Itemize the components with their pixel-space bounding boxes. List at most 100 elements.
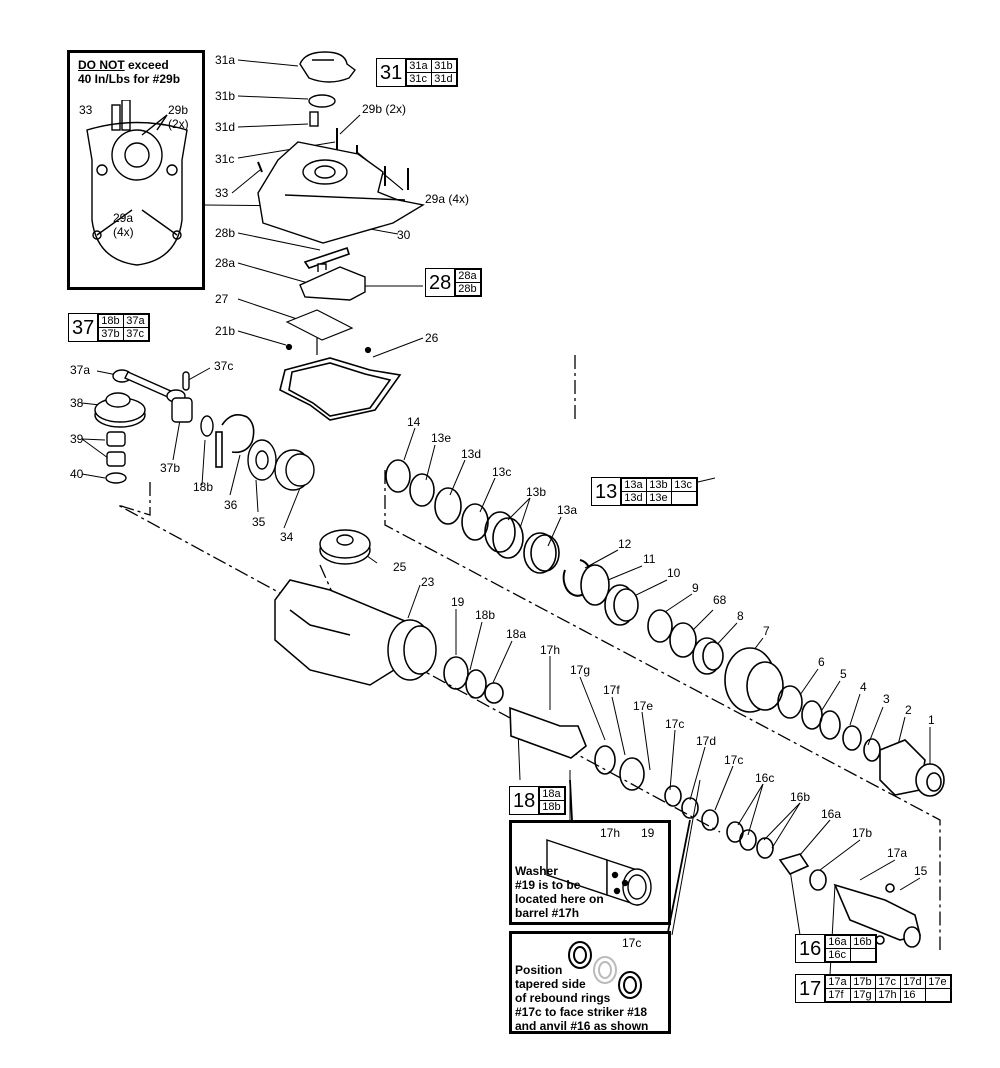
detail-label-17c: 17c	[622, 936, 642, 950]
gasket-26	[279, 357, 402, 421]
kit-28-cell: 28b	[455, 282, 482, 296]
kit-13-cell: 13b	[646, 478, 673, 492]
detail-label-17h: 17h	[600, 826, 621, 840]
kit-17-cell: 17d	[900, 975, 927, 989]
kit-17-cell: 17b	[850, 975, 877, 989]
detail-label-19: 19	[641, 826, 655, 840]
inset-label-29a-qty: (4x)	[113, 225, 134, 239]
kit-37-number: 37	[69, 314, 99, 341]
label-10: 10	[667, 566, 681, 580]
kit-17-cell: 17a	[825, 975, 852, 989]
label-38: 38	[70, 396, 84, 410]
pin-37c	[182, 371, 190, 391]
label-11: 11	[643, 552, 656, 566]
label-16b: 16b	[790, 790, 811, 804]
inset-label-33: 33	[79, 103, 93, 117]
label-23: 23	[421, 575, 435, 589]
kit-28-cell: 28a	[455, 269, 482, 283]
kit-18-table: 18a 18b	[539, 787, 566, 814]
detail-washer-line: #19 is to be	[515, 878, 581, 892]
kit-18-number: 18	[510, 787, 540, 814]
label-14: 14	[407, 415, 421, 429]
label-18a: 18a	[506, 627, 527, 641]
label-25: 25	[393, 560, 407, 574]
kit-31-cell: 31c	[406, 72, 433, 86]
gear-38	[94, 392, 146, 428]
kit-13-cell	[671, 491, 698, 505]
label-39: 39	[70, 432, 84, 446]
kit-17-cell: 17f	[825, 988, 852, 1002]
kit-13-table: 13a 13b 13c 13d 13e	[621, 478, 698, 505]
label-35: 35	[252, 515, 266, 529]
kit-16-number: 16	[796, 935, 826, 962]
kit-17-cell: 17g	[850, 988, 877, 1002]
label-28a: 28a	[215, 256, 236, 270]
detail-rings-line: and anvil #16 as shown	[515, 1019, 649, 1033]
kit-13-cell: 13d	[621, 491, 648, 505]
detail-rings-line: Position	[515, 963, 563, 977]
label-29a: 29a (4x)	[425, 192, 470, 206]
label-3: 3	[883, 692, 890, 706]
label-2: 2	[905, 703, 912, 717]
clamp-28a	[299, 263, 366, 301]
inset-label-29b-qty: (2x)	[168, 117, 189, 131]
torque-note-exceed: exceed	[124, 58, 169, 72]
kit-17-cell: 17h	[875, 988, 902, 1002]
label-17b: 17b	[852, 826, 873, 840]
label-31a: 31a	[215, 53, 236, 67]
label-1: 1	[928, 713, 935, 727]
label-31c: 31c	[215, 152, 235, 166]
connecting-rod-37a	[112, 369, 186, 403]
gear-housing-23	[274, 579, 437, 686]
bearing-34	[274, 449, 315, 491]
kit-13-cell: 13e	[646, 491, 673, 505]
label-33: 33	[215, 186, 229, 200]
kit-17-cell: 16	[900, 988, 927, 1002]
gear-35	[247, 439, 277, 481]
inset-label-29b: 29b	[168, 103, 189, 117]
label-4: 4	[860, 680, 867, 694]
washer-40	[105, 472, 127, 484]
kit-13-number: 13	[592, 478, 622, 505]
label-17c-b: 17c	[724, 753, 744, 767]
kit-28-table: 28a 28b	[455, 269, 482, 296]
kit-17-table: 17a 17b 17c 17d 17e 17f 17g 17h 16	[825, 975, 952, 1002]
kit-31-cell: 31b	[431, 59, 458, 73]
label-19: 19	[451, 595, 465, 609]
label-17d: 17d	[696, 734, 717, 748]
label-12: 12	[618, 537, 632, 551]
kit-17-cell: 17e	[925, 975, 952, 989]
kit-37-cell: 37c	[123, 327, 150, 341]
label-13c: 13c	[492, 465, 512, 479]
label-8: 8	[737, 609, 744, 623]
bearings-39	[106, 431, 126, 467]
label-9: 9	[692, 581, 699, 595]
retainer-36	[215, 414, 255, 468]
inset-housing-drawing	[86, 100, 188, 266]
label-37b: 37b	[160, 461, 181, 475]
kit-28: 28 28a 28b	[425, 268, 483, 297]
torque-note-warning: DO NOT	[78, 58, 125, 72]
detail-rings-line: tapered side	[515, 977, 586, 991]
kit-37-table: 18b 37a 37b 37c	[98, 314, 150, 341]
detail-rings-line: #17c to face striker #18	[515, 1005, 648, 1019]
kit-17: 17 17a 17b 17c 17d 17e 17f 17g 17h 16	[795, 974, 953, 1003]
rings-13-14	[385, 459, 560, 574]
label-27: 27	[215, 292, 229, 306]
ring-18b-left	[200, 415, 214, 437]
torque-note: DO NOT exceed 40 In/Lbs for #29b	[78, 58, 180, 86]
kit-17-cell: 17c	[875, 975, 902, 989]
kit-37: 37 18b 37a 37b 37c	[68, 313, 151, 342]
kit-16-cell: 16a	[825, 935, 852, 949]
detail-washer-line: Washer	[515, 864, 558, 878]
label-31b: 31b	[215, 89, 236, 103]
label-7: 7	[763, 624, 770, 638]
kit-37-cell: 37b	[98, 327, 125, 341]
kit-28-number: 28	[426, 269, 456, 296]
label-16a: 16a	[821, 807, 842, 821]
detail-washer-line: located here on	[515, 892, 604, 906]
label-5: 5	[840, 667, 847, 681]
kit-37-cell: 37a	[123, 314, 150, 328]
label-17a: 17a	[887, 846, 908, 860]
label-17c-a: 17c	[665, 717, 685, 731]
